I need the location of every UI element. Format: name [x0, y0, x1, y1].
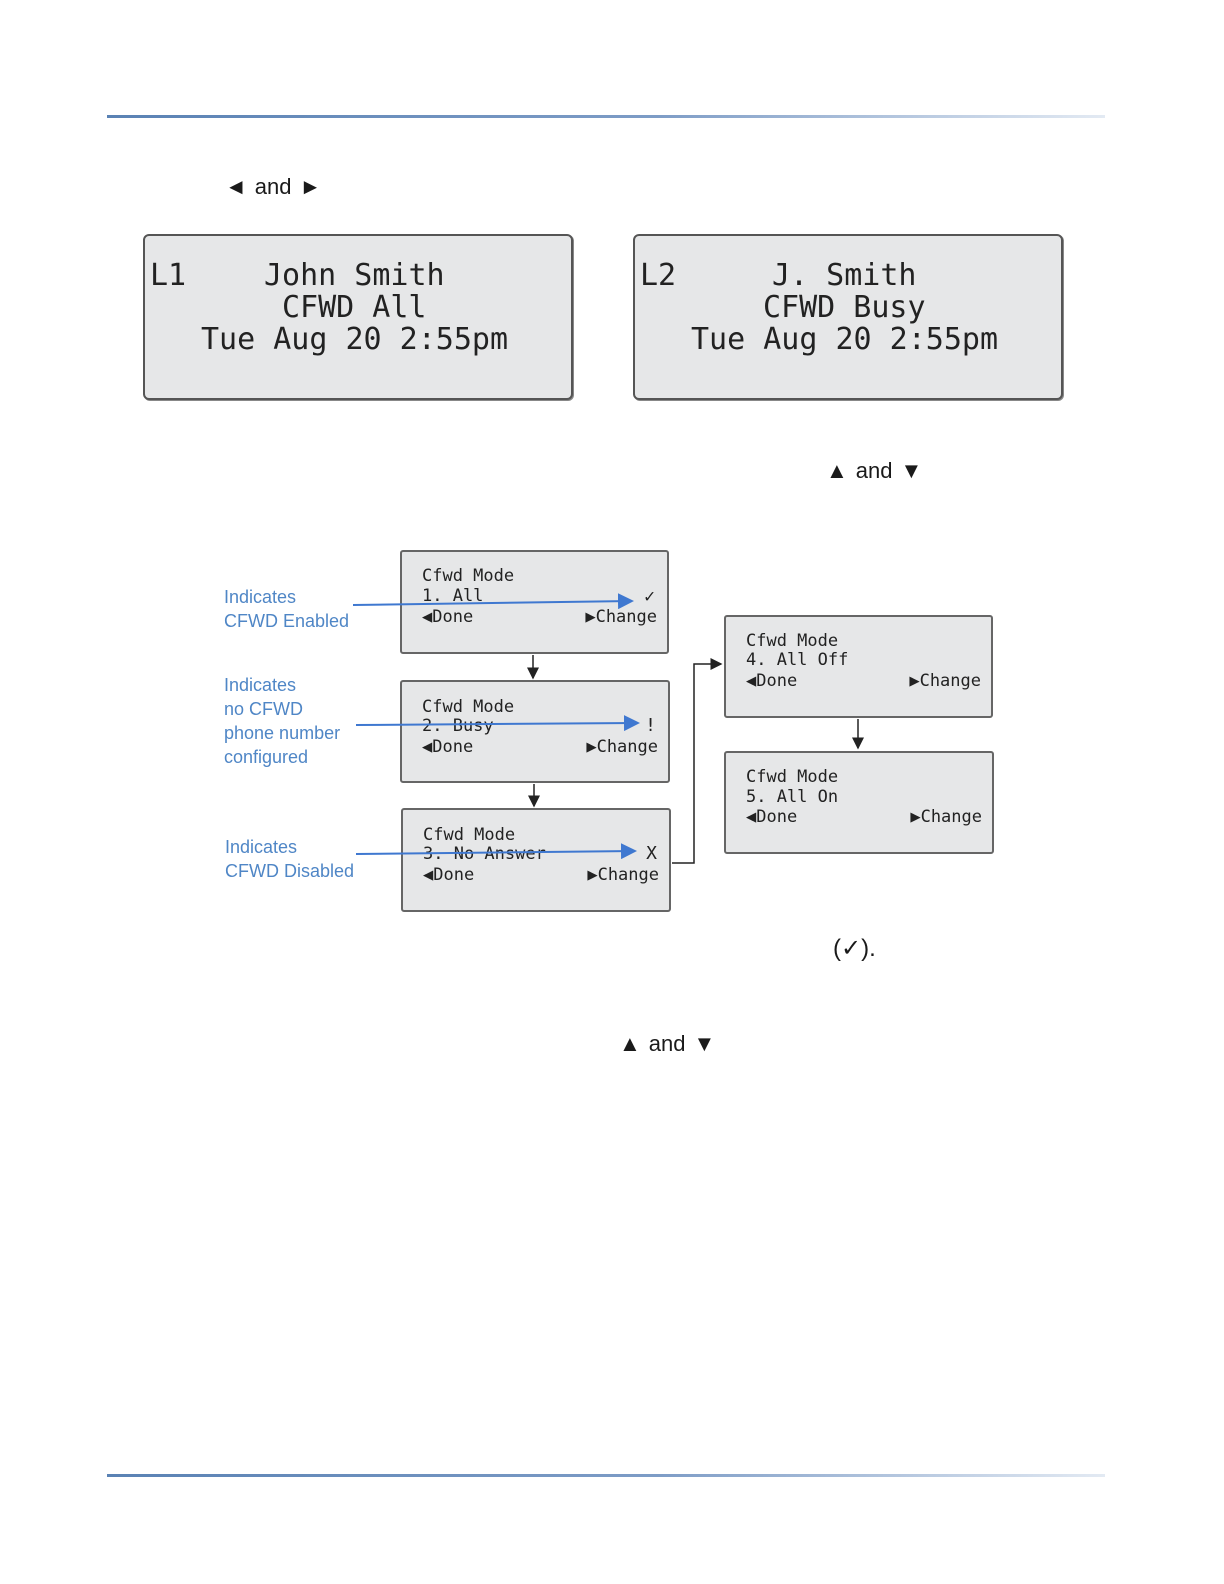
check-mark-icon: ✓ [644, 586, 655, 607]
cfwd-menu-busy: Cfwd Mode 2. Busy ! ◀Done ▶Change [400, 680, 670, 783]
annotation-line: no CFWD [224, 699, 304, 719]
change-softkey: ▶Change [909, 671, 981, 691]
cfwd-menu-all-off: Cfwd Mode 4. All Off ◀Done ▶Change [724, 615, 993, 718]
annotation-line: phone number [224, 723, 341, 743]
menu-title: Cfwd Mode [422, 566, 515, 586]
down-arrow-icon: ▼ [693, 1031, 716, 1056]
menu-title: Cfwd Mode [422, 697, 515, 717]
line-key-label: L1 [150, 258, 187, 293]
line-key-label: L2 [640, 258, 677, 293]
annotation-no-number: Indicates no CFWD phone number configure… [224, 673, 340, 769]
annotation-cfwd-disabled: Indicates CFWD Disabled [225, 835, 354, 883]
scroll-keys-text: and [648, 1031, 686, 1056]
menu-option: 1. All [422, 586, 484, 606]
cfwd-menu-no-answer: Cfwd Mode 3. No Answer X ◀Done ▶Change [401, 808, 671, 912]
lcd-screen-line1: L1 John Smith CFWD All Tue Aug 20 2:55pm [143, 234, 573, 400]
check-mark-reference: (✓). [833, 935, 876, 962]
menu-title: Cfwd Mode [746, 631, 839, 651]
change-softkey: ▶Change [586, 737, 658, 757]
caller-name: John Smith [264, 258, 445, 293]
annotation-line: CFWD Disabled [225, 861, 355, 881]
done-softkey: ◀Done [746, 671, 798, 691]
annotation-line: CFWD Enabled [224, 611, 350, 631]
scroll-keys-line: ▲ and ▼ [826, 458, 922, 484]
menu-option: 2. Busy [422, 716, 494, 736]
up-arrow-icon: ▲ [826, 458, 848, 483]
annotation-line: Indicates [225, 837, 298, 857]
done-softkey: ◀Done [422, 737, 474, 757]
nav-keys-line: ◄ and ► [225, 174, 321, 200]
cfwd-status: CFWD Busy [763, 290, 926, 325]
nav-keys-text: and [254, 174, 292, 199]
right-arrow-icon: ► [299, 174, 322, 199]
menu-option: 3. No Answer [423, 844, 546, 864]
change-softkey: ▶Change [587, 865, 659, 885]
menu-title: Cfwd Mode [746, 767, 839, 787]
done-softkey: ◀Done [422, 607, 474, 627]
annotation-line: Indicates [224, 675, 297, 695]
header-rule [107, 115, 1105, 118]
menu-title: Cfwd Mode [423, 825, 516, 845]
left-arrow-icon: ◄ [225, 174, 247, 199]
menu-option: 5. All On [746, 787, 839, 807]
down-arrow-icon: ▼ [900, 458, 923, 483]
x-mark-icon: X [646, 843, 657, 864]
cfwd-status: CFWD All [282, 290, 427, 325]
caller-name: J. Smith [772, 258, 917, 293]
done-softkey: ◀Done [746, 807, 798, 827]
date-time: Tue Aug 20 2:55pm [691, 322, 999, 357]
exclamation-mark-icon: ! [645, 715, 656, 736]
annotation-line: configured [224, 747, 309, 767]
cfwd-menu-all-on: Cfwd Mode 5. All On ◀Done ▶Change [724, 751, 994, 854]
menu-option: 4. All Off [746, 650, 849, 670]
cfwd-menu-all: Cfwd Mode 1. All ✓ ◀Done ▶Change [400, 550, 669, 654]
change-softkey: ▶Change [585, 607, 657, 627]
connector-arrow [672, 658, 723, 864]
date-time: Tue Aug 20 2:55pm [201, 322, 509, 357]
scroll-keys-line-2: ▲ and ▼ [619, 1031, 715, 1057]
scroll-keys-text: and [855, 458, 893, 483]
up-arrow-icon: ▲ [619, 1031, 641, 1056]
done-softkey: ◀Done [423, 865, 475, 885]
change-softkey: ▶Change [910, 807, 982, 827]
lcd-screen-line2: L2 J. Smith CFWD Busy Tue Aug 20 2:55pm [633, 234, 1063, 400]
annotation-cfwd-enabled: Indicates CFWD Enabled [224, 585, 349, 633]
annotation-line: Indicates [224, 587, 297, 607]
footer-rule [107, 1474, 1105, 1477]
